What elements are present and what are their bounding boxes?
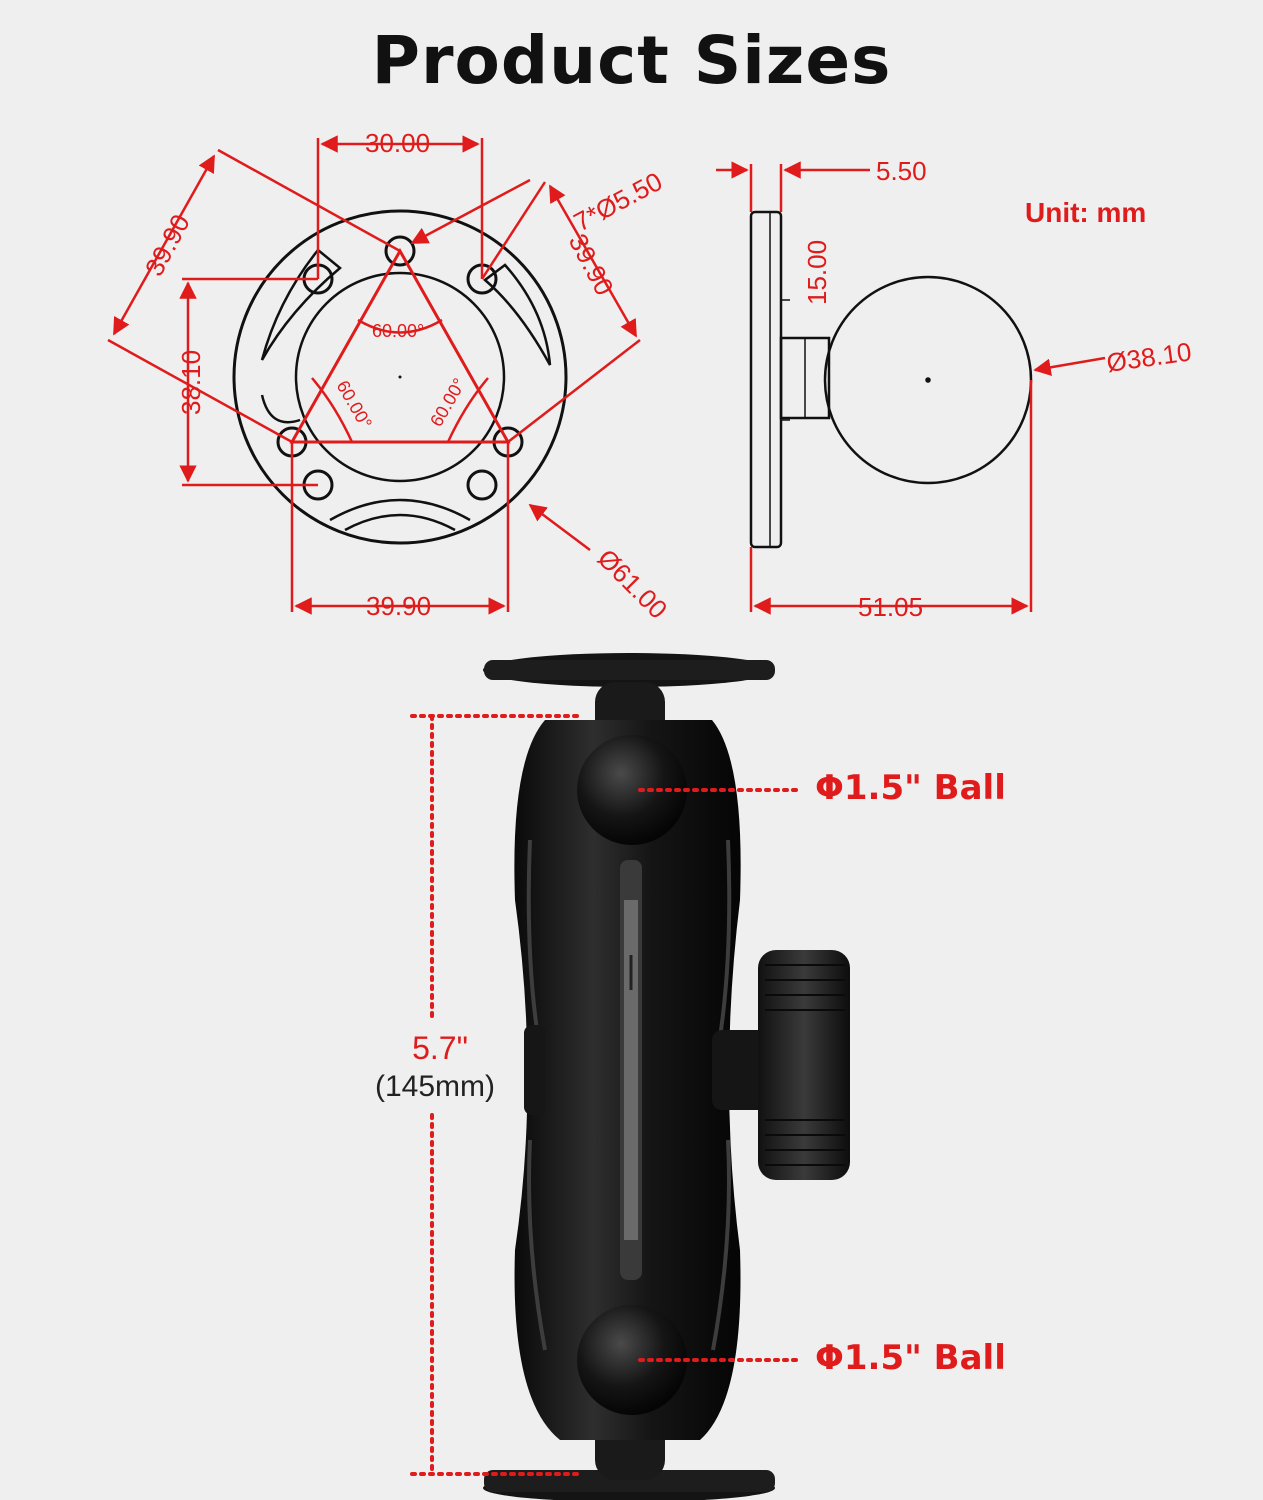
plate-top-view <box>232 209 568 545</box>
angle-top: 60.00° <box>372 321 424 341</box>
dim-plate-thickness: 5.50 <box>876 156 927 186</box>
dim-bottom: 39.90 <box>366 591 431 621</box>
ball-bottom-label: Φ1.5" Ball <box>815 1338 1006 1378</box>
dim-top: 30.00 <box>365 128 430 158</box>
arm-length-mm: (145mm) <box>374 1070 495 1103</box>
angle-left: 60.00° <box>333 377 376 432</box>
angle-right: 60.00° <box>426 375 469 430</box>
dim-holes: 7*Ø5.50 <box>569 166 667 237</box>
top-view-dimensions <box>107 135 641 615</box>
unit-label: Unit: mm <box>1025 197 1147 228</box>
dim-diag-right: 39.90 <box>563 229 620 301</box>
arm-length-inches: 5.7" <box>412 1030 468 1066</box>
side-view-dimensions <box>716 161 1106 615</box>
dim-total-length: 51.05 <box>858 592 923 622</box>
dim-ball-diameter: Ø38.10 <box>1105 336 1194 378</box>
double-socket-arm <box>483 653 850 1500</box>
mounting-holes <box>276 235 524 501</box>
page-title: Product Sizes <box>371 22 892 99</box>
arm-dimensions <box>410 714 802 1476</box>
plate-side-view <box>749 210 1033 549</box>
dim-neck-height: 15.00 <box>802 240 832 305</box>
dim-outer-diameter: Ø61.00 <box>592 543 674 625</box>
dim-diag-left: 39.90 <box>139 209 196 281</box>
ball-top-label: Φ1.5" Ball <box>815 768 1006 808</box>
dim-left-vertical: 38.10 <box>176 350 206 415</box>
